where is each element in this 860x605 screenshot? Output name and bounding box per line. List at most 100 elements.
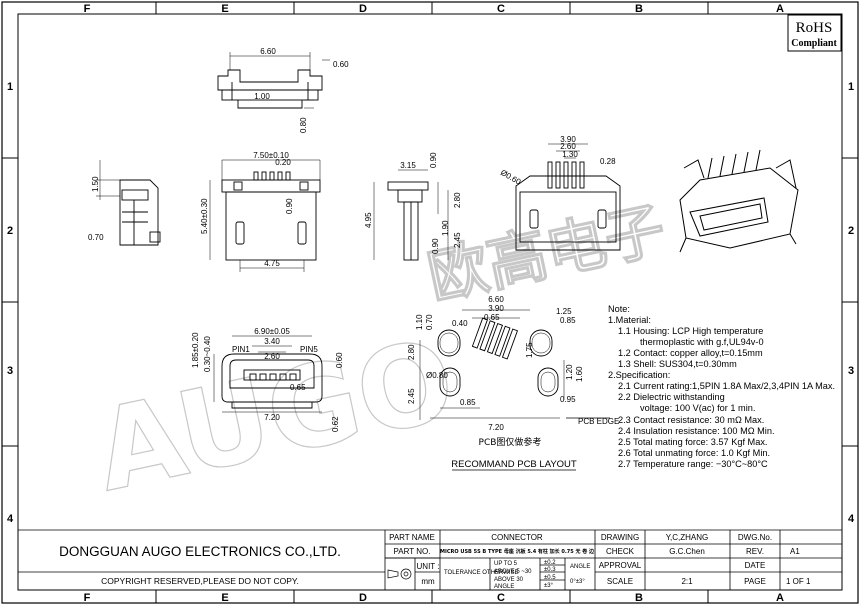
rev-label: REV. [746, 547, 764, 556]
dim-label: 2.60 [264, 352, 280, 361]
dim-label: 4.95 [364, 212, 373, 228]
note-line: 1.3 Shell: SUS304,t=0.30mm [618, 359, 737, 369]
angle-head: ANGLE [570, 564, 590, 570]
column-label-top: F [84, 3, 91, 15]
dim-label: 0.65 [290, 383, 306, 392]
column-label-bottom: C [497, 592, 505, 604]
note-line: voltage: 100 V(ac) for 1 min. [640, 403, 755, 413]
dim-label: 0.95 [560, 395, 576, 404]
dim-label: 0.85 [460, 398, 476, 407]
dim-label: 3.90 [488, 304, 504, 313]
tolerance-value: ±0.2 [544, 560, 556, 566]
note-line: 2.7 Temperature range: −30°C~80°C [618, 459, 768, 469]
row-label-left: 4 [7, 513, 14, 525]
pin-label: PIN1 [232, 345, 250, 354]
dim-label: 6.90±0.05 [254, 327, 290, 336]
dim-label: 1.25 [556, 307, 572, 316]
dim-label: 5.40±0.30 [200, 198, 209, 234]
dim-label: 0.65 [484, 313, 500, 322]
rohs-title: RoHS [796, 20, 833, 36]
drawing-label: DRAWING [601, 533, 639, 542]
note-line: Note: [608, 304, 630, 314]
pcb-caption: RECOMMAND PCB LAYOUT [451, 459, 577, 470]
angle-tolerance: 0°±3° [570, 579, 585, 585]
scale-label: SCALE [607, 577, 633, 586]
row-label-right: 4 [848, 513, 855, 525]
rev-value: A1 [790, 547, 800, 556]
column-label-top: D [359, 3, 367, 15]
unit-value: mm [421, 577, 435, 586]
part-name: CONNECTOR [491, 533, 543, 542]
dim-label: 1.10 [415, 314, 424, 330]
row-label-left: 3 [7, 365, 13, 377]
dim-label: 2.80 [453, 192, 462, 208]
dim-label: 1.90 [441, 220, 450, 236]
row-label-right: 1 [848, 81, 854, 93]
mating-view [213, 335, 323, 413]
dim-label: Ø0.80 [426, 371, 448, 380]
dim-label: PCB EDGE [578, 417, 619, 426]
dim-label: 7.20 [264, 413, 280, 422]
part-no: MICRO USB 5S B TYPE 母座 沉板 5.4 有柱 加长 0.75… [440, 548, 595, 555]
bottom-view [515, 143, 621, 251]
notes: Note: 1.Material: 1.1 Housing: LCP High … [608, 304, 835, 469]
dim-label: 0.70 [88, 233, 104, 242]
title-block [18, 529, 842, 590]
dim-label: 0.20 [275, 158, 291, 167]
dim-label: 2.45 [453, 232, 462, 248]
dim-label: 3.40 [264, 337, 280, 346]
dim-label: 0.30~0.40 [203, 336, 212, 372]
check-value: G.C.Chen [669, 547, 705, 556]
pcb-caption-cn: PCB图仅做参考 [479, 436, 542, 448]
note-line: 1.1 Housing: LCP High temperature [618, 326, 763, 336]
note-line: 2.2 Dielectric withstanding [618, 392, 725, 402]
dim-label: 7.50±0.10 [253, 151, 289, 160]
page-value: 1 OF 1 [786, 577, 811, 586]
company-name: DONGGUAN AUGO ELECTRONICS CO.,LTD. [59, 544, 341, 559]
note-line: 1.2 Contact: copper alloy,t=0.15mm [618, 348, 763, 358]
dim-label: 4.75 [264, 259, 280, 268]
copyright: COPYRIGHT RESERVED,PLEASE DO NOT COPY. [101, 576, 299, 586]
dwg-no-label: DWG.No. [738, 533, 772, 542]
dim-label: 1.85±0.20 [191, 332, 200, 368]
note-line: 2.4 Insulation resistance: 100 MΩ Min. [618, 426, 775, 436]
dim-label: 1.30 [562, 150, 578, 159]
front-view [209, 159, 321, 272]
dim-label: 2.80 [407, 344, 416, 360]
column-label-bottom: B [635, 592, 643, 604]
dim-label: 1.60 [575, 366, 584, 382]
drawing-value: Y,C,ZHANG [666, 533, 709, 542]
unit-label: UNIT : [417, 562, 440, 571]
dim-label: 2.60 [560, 142, 576, 151]
rohs-subtitle: Compliant [791, 38, 837, 49]
dim-label: 0.80 [299, 117, 308, 133]
angle-value: ±3° [544, 583, 554, 589]
note-line: 2.3 Contact resistance: 30 mΩ Max. [618, 415, 764, 425]
dim-label: 0.70 [425, 314, 434, 330]
column-label-bottom: E [221, 592, 228, 604]
note-line: 2.Specification: [608, 370, 670, 380]
note-line: 2.5 Total mating force: 3.57 Kgf Max. [618, 437, 767, 447]
note-line: 2.6 Total unmating force: 1.0 Kgf Min. [618, 448, 770, 458]
dim-label: 3.15 [400, 161, 416, 170]
row-label-left: 2 [7, 225, 13, 237]
dim-label: 2.45 [407, 388, 416, 404]
dim-label: 0.90 [431, 238, 440, 254]
dim-label: 1.20 [565, 364, 574, 380]
column-label-bottom: D [359, 592, 367, 604]
row-label-right: 3 [848, 365, 854, 377]
column-label-top: B [635, 3, 643, 15]
pin-label: PIN5 [300, 345, 318, 354]
dim-label: 1.75 [525, 342, 534, 358]
row-label-left: 1 [7, 81, 13, 93]
tolerance-value: ±0.5 [544, 575, 556, 581]
note-line: thermoplastic with g.f,UL94v-0 [640, 337, 764, 347]
dim-label: 0.40 [452, 319, 468, 328]
dim-label: 6.60 [260, 47, 276, 56]
dim-label: 1.00 [254, 92, 270, 101]
row-label-right: 2 [848, 225, 854, 237]
side-view [96, 160, 161, 246]
approval-label: APPROVAL [599, 561, 642, 570]
rohs-badge [787, 14, 842, 52]
